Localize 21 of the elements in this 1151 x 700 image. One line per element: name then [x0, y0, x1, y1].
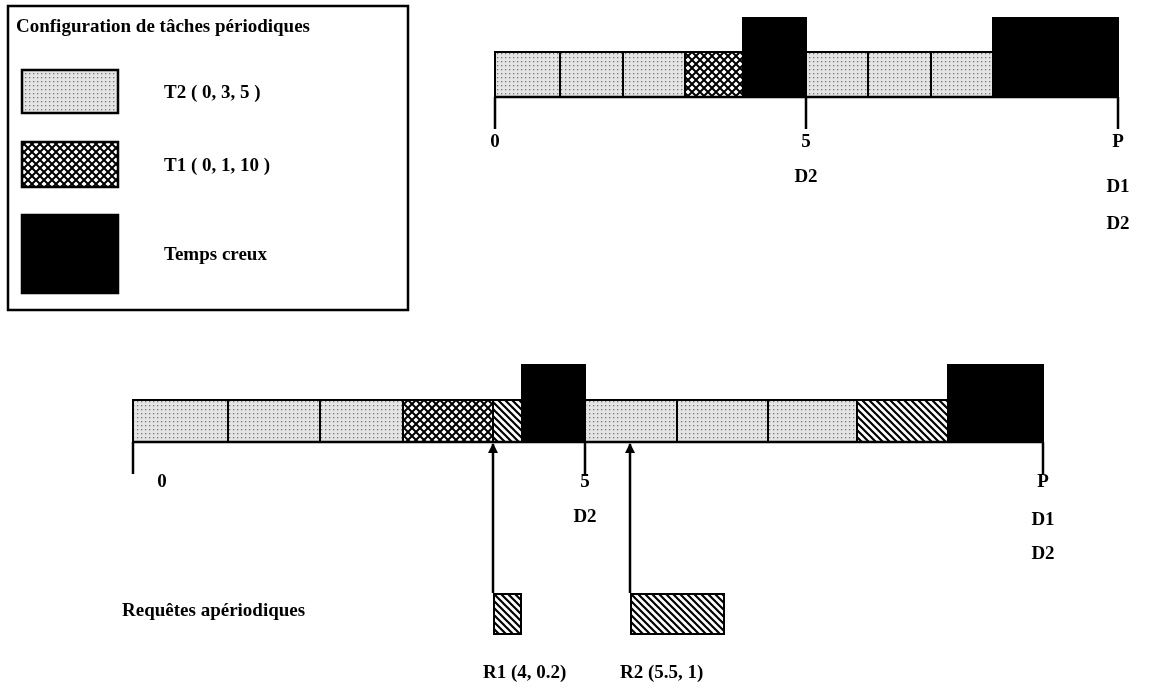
request-label: R2 (5.5, 1): [620, 661, 704, 683]
tick-label: D1: [1031, 508, 1055, 530]
row-label: Requêtes apériodiques: [122, 599, 306, 621]
tick-label: P: [1037, 470, 1049, 492]
tick-label: D1: [1106, 175, 1130, 197]
tick-label: 5: [801, 130, 811, 152]
tick-label: 5: [580, 470, 590, 492]
tick-label: D2: [794, 165, 818, 187]
legend-label: T1 ( 0, 1, 10 ): [164, 153, 271, 176]
tick-label: P: [1112, 130, 1124, 152]
tick-label: 0: [157, 470, 167, 492]
legend-label: Temps creux: [164, 243, 267, 265]
arrow: [488, 443, 498, 593]
tick-label: D2: [1106, 212, 1130, 234]
request-label: R1 (4, 0.2): [483, 661, 567, 683]
legend-label: T2 ( 0, 3, 5 ): [164, 80, 261, 103]
tick-label: D2: [573, 505, 597, 527]
tick-label: D2: [1031, 542, 1055, 564]
arrow: [625, 443, 635, 593]
legend-title: Configuration de tâches périodiques: [16, 15, 310, 37]
tick-label: 0: [490, 130, 500, 152]
